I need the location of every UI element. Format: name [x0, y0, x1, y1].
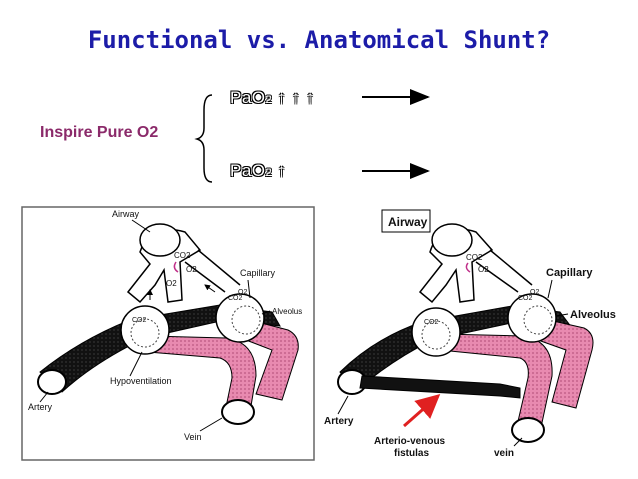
up-arrows: ↑ ↑ ↑	[272, 88, 315, 107]
pao2-high-label: PaO2 ↑ ↑ ↑	[230, 88, 315, 108]
airway-opening	[431, 223, 473, 257]
co2-label: CO2	[174, 251, 191, 260]
fistula-arrow	[403, 394, 441, 428]
inspire-label: Inspire Pure O2	[40, 124, 159, 141]
co2-label: CO2	[518, 295, 533, 302]
slide-title: Functional vs. Anatomical Shunt?	[87, 26, 551, 54]
co2-label: CO2	[466, 253, 483, 262]
curly-brace	[194, 94, 213, 183]
right-figure: CO2 O2 CO2 O2 CO2 Airway Capillary Alveo…	[324, 209, 616, 459]
capillary-label: Capillary	[546, 267, 593, 279]
hypoventilation-label: Hypoventilation	[110, 376, 172, 386]
co2-label: CO2	[228, 295, 243, 302]
airway-label: Airway	[112, 209, 140, 219]
artery-label: Artery	[28, 402, 53, 412]
alveolus-left	[120, 305, 170, 355]
pao2-subscript: 2	[265, 167, 273, 179]
alveolus-label: Alveolus	[272, 307, 302, 316]
o2-label: O2	[478, 265, 489, 274]
pao2-text: PaO	[230, 161, 266, 180]
alveolus-label: Alveolus	[570, 309, 616, 321]
up-arrows: ↑	[272, 161, 287, 180]
vein-label: Vein	[184, 432, 202, 442]
airway-label: Airway	[388, 215, 428, 229]
o2-label: O2	[530, 289, 539, 296]
o2-label: O2	[186, 265, 197, 274]
pao2-low-label: PaO2 ↑	[230, 161, 286, 181]
co2-label: CO2	[424, 319, 439, 326]
alveolus-left	[411, 307, 461, 357]
pao2-text: PaO	[230, 88, 266, 107]
capillary-label: Capillary	[240, 268, 276, 278]
fistulas-label-line1: Arterio-venous	[374, 436, 446, 447]
alveolus-right	[215, 293, 265, 343]
vein-label: vein	[494, 448, 514, 459]
left-figure: CO2 O2 O2 CO2 O2 CO2 Airway Capillary Al…	[21, 206, 315, 461]
fistulas-label-line2: fistulas	[394, 448, 429, 459]
artery-opening	[37, 369, 67, 395]
vein-opening	[221, 399, 255, 425]
vein-opening	[511, 417, 545, 443]
o2-label: O2	[166, 279, 177, 288]
artery-label: Artery	[324, 416, 354, 427]
pao2-subscript: 2	[265, 94, 273, 106]
o2-label: O2	[238, 289, 247, 296]
alveolus-right	[507, 293, 557, 343]
airway-label-box	[381, 209, 431, 233]
co2-label: CO2	[132, 317, 147, 324]
